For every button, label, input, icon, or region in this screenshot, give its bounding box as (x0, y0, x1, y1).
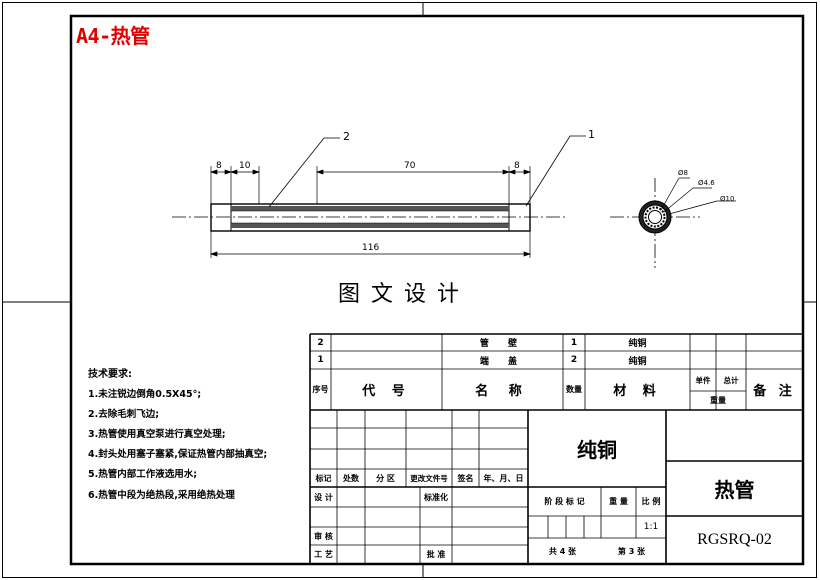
part-material: 纯铜 (628, 339, 647, 349)
header-total-weight: 总计 (723, 375, 739, 385)
part-name: 管 壁 (479, 339, 526, 349)
header-no: 序号 (312, 384, 329, 394)
header-weight: 重量 (710, 396, 726, 405)
dim-10: 10 (239, 161, 251, 171)
tech-item: 6.热管中段为绝热段,采用绝热处理 (88, 490, 235, 501)
tb-change-doc: 更改文件号 (410, 473, 448, 483)
wick-lower (231, 223, 509, 228)
tech-item: 1.未注锐边倒角0.5X45°; (88, 389, 202, 400)
dim-116: 116 (362, 243, 380, 253)
header-unit-weight: 单件 (695, 375, 711, 385)
pipe-outline (210, 203, 531, 232)
wick-upper (231, 206, 509, 211)
tb-mark: 标记 (315, 473, 332, 483)
dim-d8: Ø8 (678, 169, 688, 177)
part-no: 2 (317, 337, 324, 348)
inner-frame (69, 14, 805, 566)
balloon-1: 1 (588, 128, 595, 141)
tb-signature: 签名 (457, 473, 474, 483)
dim-d4-6: Ø4.6 (698, 179, 715, 187)
tech-item: 3.热管使用真空泵进行真空处理; (88, 429, 226, 440)
tech-item: 2.去除毛刺飞边; (88, 409, 160, 420)
drawing-title: 图 文 设 计 (338, 282, 461, 307)
table-grid (309, 333, 803, 564)
heat-pipe-view (172, 203, 568, 232)
tb-design: 设 计 (314, 492, 333, 502)
tb-weight: 重 量 (609, 497, 628, 506)
tb-part-name: 热管 (714, 478, 755, 502)
tb-drawing-no: RGSRQ-02 (697, 531, 772, 548)
tb-material: 纯铜 (577, 438, 617, 462)
header-code: 代 号 (362, 384, 411, 399)
tb-review: 审 核 (314, 531, 333, 541)
dim-d10: Ø10 (720, 195, 735, 203)
header-material: 材 料 (613, 384, 662, 399)
section-view (610, 177, 736, 268)
tech-item: 4.封头处用塞子塞紧,保证热管内部抽真空; (88, 449, 268, 460)
dim-70: 70 (404, 161, 416, 171)
tech-item: 5.热管内部工作液选用水; (88, 469, 198, 480)
dim-8-right: 8 (514, 161, 520, 171)
dim-8-left: 8 (216, 161, 222, 171)
section-inner (648, 210, 662, 224)
part-name: 端 盖 (479, 356, 526, 367)
tb-sheets-total: 共 4 张 (548, 546, 577, 556)
tech-heading: 技术要求: (88, 369, 132, 380)
tb-zone: 分 区 (376, 473, 395, 483)
tb-scale: 比 例 (641, 497, 661, 506)
tb-date: 年、月、日 (483, 473, 524, 483)
balloon-2: 2 (343, 130, 350, 143)
tb-stage-mark: 阶 段 标 记 (544, 497, 585, 506)
tb-scale-value: 1:1 (643, 522, 659, 532)
tb-standardize: 标准化 (424, 492, 448, 502)
header-qty: 数量 (566, 384, 582, 394)
header-name: 名 称 (475, 384, 530, 399)
part-qty: 1 (570, 337, 578, 348)
tb-count: 处数 (343, 473, 359, 483)
dimension-lines (209, 166, 532, 258)
tb-process: 工 艺 (314, 550, 333, 559)
tb-approve: 批 准 (426, 550, 446, 559)
centering-marks (3, 3, 817, 577)
leader-lines (268, 135, 586, 208)
header-remark: 备 注 (753, 384, 796, 399)
sheet-label: A4-热管 (76, 24, 150, 48)
part-no: 1 (317, 355, 324, 365)
part-qty: 2 (570, 355, 578, 365)
part-material: 纯铜 (628, 356, 647, 367)
tb-sheet-no: 第 3 张 (617, 546, 646, 556)
